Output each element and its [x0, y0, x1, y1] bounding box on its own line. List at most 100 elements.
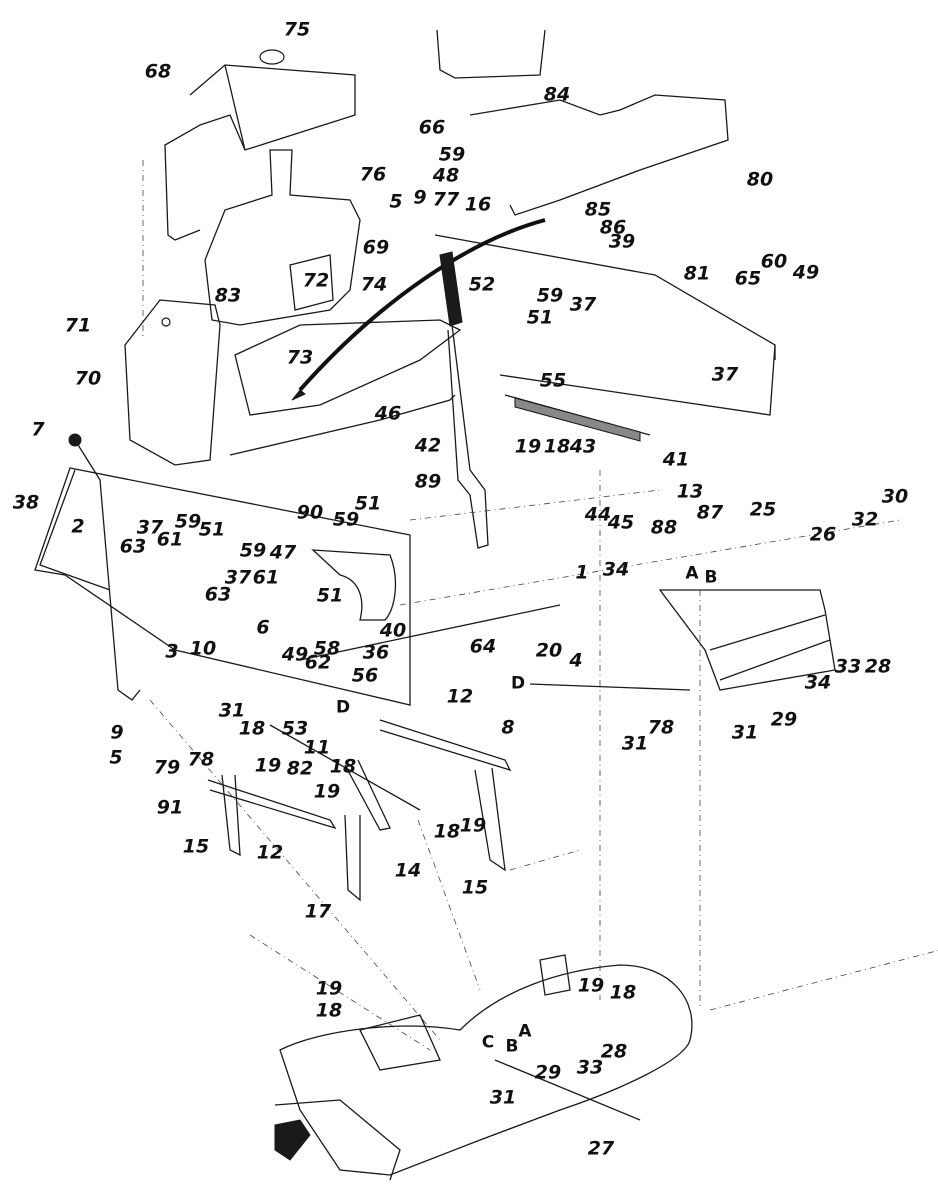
callout-18d: 18 [433, 820, 461, 843]
reference-lines [142, 160, 938, 1051]
callout-59c: 59 [332, 508, 360, 531]
callout-31d: 31 [489, 1086, 517, 1109]
callout-7: 7 [31, 418, 45, 441]
callout-18f: 18 [609, 981, 637, 1004]
callout-2: 2 [71, 515, 85, 538]
callout-29a: 29 [770, 708, 798, 731]
throttle-cable [298, 218, 546, 392]
callout-59d: 59 [174, 510, 202, 533]
callout-36: 36 [362, 641, 390, 664]
callout-5b: 5 [109, 746, 123, 769]
callout-79: 79 [153, 756, 181, 779]
callout-37d: 37 [224, 566, 252, 589]
callout-12a: 12 [446, 685, 474, 708]
callout-86: 86 [599, 216, 627, 239]
spring-55 [504, 394, 651, 442]
callout-31a: 31 [218, 699, 246, 722]
callout-B1: B [704, 567, 718, 588]
dash-panel [124, 299, 221, 466]
callout-19c: 19 [313, 780, 341, 803]
callout-1: 1 [575, 561, 589, 584]
fuel-tank [204, 149, 361, 326]
callout-59b: 59 [536, 284, 564, 307]
callout-78a: 78 [647, 716, 675, 739]
callout-61a: 61 [156, 528, 184, 551]
rear-frame [434, 29, 776, 416]
callout-89: 89 [414, 470, 442, 493]
callout-19b: 19 [254, 754, 282, 777]
callout-59e: 59 [239, 539, 267, 562]
rod-8 [529, 683, 691, 691]
callout-81: 81 [683, 262, 711, 285]
callout-A1: A [685, 563, 699, 584]
callout-37b: 37 [711, 363, 739, 386]
callout-11: 11 [303, 736, 331, 759]
callout-60: 60 [760, 250, 788, 273]
callout-73: 73 [286, 346, 314, 369]
callout-28a: 28 [864, 655, 892, 678]
callout-66: 66 [418, 116, 446, 139]
callout-49a: 49 [792, 261, 820, 284]
callout-70: 70 [74, 367, 102, 390]
callout-56: 56 [351, 664, 379, 687]
callout-34b: 34 [804, 671, 832, 694]
callout-17: 17 [304, 900, 332, 923]
speed-lever [68, 433, 141, 701]
tank-cover-bracket [164, 49, 356, 241]
quadrant [311, 549, 397, 621]
callout-65: 65 [734, 267, 762, 290]
callout-72: 72 [302, 269, 330, 292]
callout-14: 14 [394, 859, 422, 882]
callout-5a: 5 [389, 190, 403, 213]
callout-71: 71 [64, 314, 92, 337]
callout-83: 83 [214, 284, 242, 307]
callout-43: 43 [569, 435, 597, 458]
callout-87: 87 [696, 501, 724, 524]
callout-45: 45 [607, 511, 635, 534]
callout-85: 85 [584, 198, 612, 221]
callout-18b: 18 [238, 717, 266, 740]
callout-44: 44 [584, 503, 612, 526]
callout-58: 58 [313, 637, 341, 660]
callout-74: 74 [360, 273, 388, 296]
callout-31b: 31 [621, 732, 649, 755]
callout-51d: 51 [316, 584, 344, 607]
callout-88: 88 [650, 516, 678, 539]
callout-39: 39 [608, 230, 636, 253]
callout-61b: 61 [252, 566, 280, 589]
callout-90: 90 [296, 501, 324, 524]
callout-19a: 19 [514, 435, 542, 458]
callout-18c: 18 [329, 755, 357, 778]
lift-lever [439, 251, 489, 549]
callout-46: 46 [374, 402, 402, 425]
callout-37a: 37 [569, 293, 597, 316]
callout-69: 69 [362, 236, 390, 259]
callout-B2: B [505, 1036, 519, 1057]
callout-10: 10 [189, 637, 217, 660]
callout-82: 82 [286, 757, 314, 780]
callout-76: 76 [359, 163, 387, 186]
callout-9b: 9 [110, 721, 124, 744]
callout-40: 40 [379, 619, 407, 642]
callout-47: 47 [269, 541, 297, 564]
callout-8: 8 [501, 716, 515, 739]
callout-53: 53 [281, 717, 309, 740]
callout-77: 77 [432, 188, 460, 211]
rod-64 [299, 604, 561, 661]
callout-29b: 29 [534, 1061, 562, 1084]
mower-deck [274, 954, 693, 1181]
callout-4: 4 [569, 649, 583, 672]
callout-18e: 18 [315, 999, 343, 1022]
fuel-cap [259, 49, 285, 65]
callout-25: 25 [749, 498, 777, 521]
callout-6: 6 [256, 616, 270, 639]
callout-37c: 37 [136, 516, 164, 539]
callout-63a: 63 [119, 535, 147, 558]
callout-9a: 9 [413, 186, 427, 209]
callout-84: 84 [543, 83, 571, 106]
callout-55: 55 [539, 369, 567, 392]
callout-42: 42 [414, 434, 442, 457]
deck-hangers [207, 719, 512, 902]
